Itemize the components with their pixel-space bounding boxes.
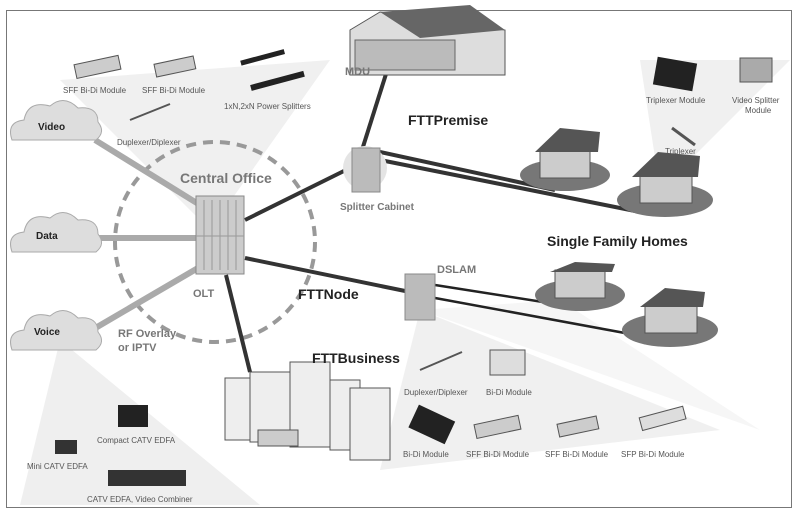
olt-splitter-fiber [244,163,357,222]
component-label: Triplexer [665,147,696,156]
data-cloud-icon [10,212,102,253]
fttbusiness-label: FTTBusiness [312,350,400,366]
video-link [93,137,202,208]
power-splitter-icon [240,49,285,66]
house-icon [535,262,625,311]
olt-business-fiber [224,274,252,373]
compact-edfa-icon [118,405,148,427]
component-label: Duplexer/Diplexer [117,138,181,147]
triplexer-icon [671,126,696,147]
splitter-home1-fiber [379,150,556,192]
single-family-homes-label: Single Family Homes [547,233,688,249]
video-splitter-module-icon [739,57,773,83]
component-label: Bi-Di Module [486,388,532,397]
olt-label: OLT [193,288,215,300]
house-icon [617,152,713,217]
component-label: SFF Bi-Di Module [142,86,206,95]
voice-cloud-label: Voice [34,327,60,338]
sff-module-icon [556,415,600,438]
voice-link [90,265,200,333]
triplexer-module-icon [652,56,698,92]
sff-module-icon [473,414,522,440]
splitter-cabinet-icon [351,147,381,193]
component-label: Module [745,106,772,115]
diagram-frame [6,10,792,508]
component-label: SFP Bi-Di Module [621,450,685,459]
splitter-cabinet-label: Splitter Cabinet [340,202,414,213]
video-cloud-label: Video [38,122,66,133]
component-label: 1xN,2xN Power Splitters [224,102,311,111]
house-icon [622,288,718,347]
voice-cloud-icon [10,310,102,351]
sff-module-icon [153,55,197,78]
component-label: SFF Bi-Di Module [545,450,609,459]
component-label: Bi-Di Module [403,450,449,459]
catv-edfa-rack-icon [108,470,186,486]
central-office-boundary [113,140,317,344]
mdu-label: MDU [345,66,371,78]
splitter-home2-fiber [379,158,641,214]
biz-components-beam [380,310,720,470]
rf-overlay-label-1: RF Overlay [118,328,177,340]
component-label: SFF Bi-Di Module [466,450,530,459]
house-icon [520,128,610,191]
duplexer-icon [129,103,171,121]
business-buildings-icon [224,361,391,461]
video-cloud-icon [10,100,102,141]
component-label: Compact CATV EDFA [97,436,176,445]
rf-overlay-label-2: or IPTV [118,342,157,354]
component-label: Triplexer Module [646,96,706,105]
component-label: Duplexer/Diplexer [404,388,468,397]
power-splitter-icon [250,70,305,91]
central-office-label: Central Office [180,170,272,186]
house-icons [520,128,718,347]
component-label: CATV EDFA, Video Combiner [87,495,193,504]
cloud-icons [10,100,102,351]
mdu-building-icon [349,5,506,76]
sff-module-icon [73,54,122,80]
duplexer-icon [419,351,463,371]
fttnode-label: FTTNode [298,286,359,302]
component-label: Video Splitter [732,96,780,105]
component-icons [55,49,773,486]
dslam-label: DSLAM [437,264,477,276]
bidi-module-icon [408,404,456,445]
component-label: Mini CATV EDFA [27,462,88,471]
dslam-home4-line [434,296,653,340]
bidi-module-icon [489,349,526,376]
data-cloud-label: Data [36,231,58,242]
sfp-module-icon [638,405,687,432]
mini-edfa-icon [55,440,77,454]
olt-dslam-fiber [244,256,411,294]
component-label: SFF Bi-Di Module [63,86,127,95]
dslam-icon [404,273,436,321]
dslam-beam [420,300,760,430]
fttpremise-label: FTTPremise [408,112,489,128]
